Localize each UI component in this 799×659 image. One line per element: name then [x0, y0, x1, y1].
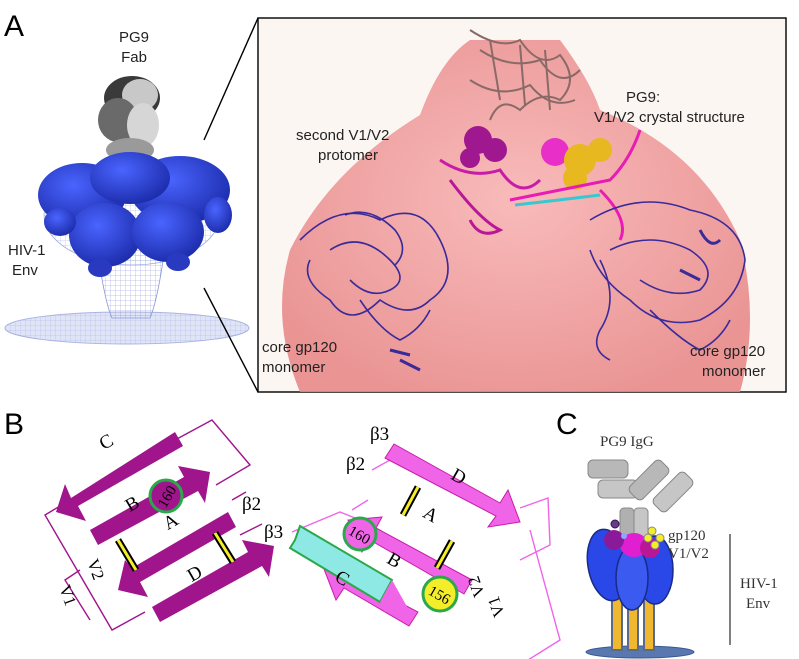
topology-right-connectors — [291, 459, 561, 659]
hiv-env-c-label-line1: HIV-1 — [740, 576, 778, 592]
hiv-env-label-line2: Env — [12, 262, 38, 279]
core-gp120-left-label-line2: monomer — [262, 359, 325, 376]
gp120-v1v2-label-line2: V1/V2 — [668, 546, 709, 562]
pg9-fab-label-line2: Fab — [121, 49, 147, 66]
hiv-env-label-line1: HIV-1 — [8, 242, 46, 259]
v1v2-ribbons — [439, 129, 642, 241]
beta2-left-label: β2 — [242, 494, 261, 515]
hbond-bars-left-inner — [116, 532, 235, 571]
hiv-env-model — [38, 152, 232, 277]
pg9-crystal-label-line1: PG9: — [626, 89, 660, 106]
zoom-line-top — [203, 17, 259, 141]
residue-160-right — [342, 516, 378, 552]
v2-left-label: V2 — [83, 556, 108, 582]
strand-d-left — [152, 540, 274, 622]
panel-c-letter: C — [556, 408, 578, 441]
strand-c-left — [56, 432, 183, 521]
residue-156-right — [421, 575, 459, 613]
panel-a-letter: A — [4, 10, 24, 43]
strand-d-right — [384, 443, 521, 528]
beta3-left-label: β3 — [264, 522, 283, 543]
residue-160-left — [148, 478, 184, 514]
pg9-crystal-label-line2: V1/V2 crystal structure — [594, 109, 745, 126]
env-trimer-cartoon — [585, 519, 695, 659]
pg9-igg-cartoon — [587, 459, 694, 541]
core-gp120-right-label-line2: monomer — [702, 363, 765, 380]
second-protomer-label-line2: protomer — [318, 147, 378, 164]
beta3-right-label: β3 — [370, 424, 389, 445]
v1-left-label: V1 — [55, 582, 80, 608]
v1-right-label: V1 — [484, 594, 509, 620]
em-density-surface — [282, 40, 750, 392]
strand-c-right-arrowhead — [380, 580, 410, 612]
gp120-v1v2-label-line1: gp120 — [668, 528, 706, 544]
pg9-fab-label-line1: PG9 — [119, 29, 149, 46]
pg9-igg-label: PG9 IgG — [600, 434, 654, 450]
zoom-inset — [257, 17, 787, 393]
core-gp120-right — [589, 201, 746, 361]
strand-a-right-label: A — [419, 502, 442, 527]
core-gp120-right-label-line1: core gp120 — [690, 343, 765, 360]
panel-b-letter: B — [4, 408, 24, 441]
hiv-env-c-label-line2: Env — [746, 596, 771, 612]
strand-c-left-label: C — [96, 430, 117, 455]
topology-right: 160 156 β3 β2 D A B C V2 V1 — [288, 424, 561, 659]
core-gp120-left-label-line1: core gp120 — [262, 339, 337, 356]
pg9-fab-ribbon — [469, 29, 581, 121]
membrane-mesh — [5, 312, 249, 344]
glycan-spheres — [460, 126, 612, 190]
beta2-right-label: β2 — [346, 454, 365, 475]
strand-b-right-label: B — [383, 548, 404, 573]
second-protomer-label-line1: second V1/V2 — [296, 127, 389, 144]
topology-left: 160 C B A D β2 β3 V2 V1 — [44, 419, 283, 631]
pg9-fab-model — [98, 76, 160, 162]
hbond-bars-right-inner — [401, 486, 454, 569]
strand-a-left — [118, 512, 236, 597]
core-gp120-left — [299, 211, 449, 372]
zoom-line-bottom — [203, 287, 259, 393]
